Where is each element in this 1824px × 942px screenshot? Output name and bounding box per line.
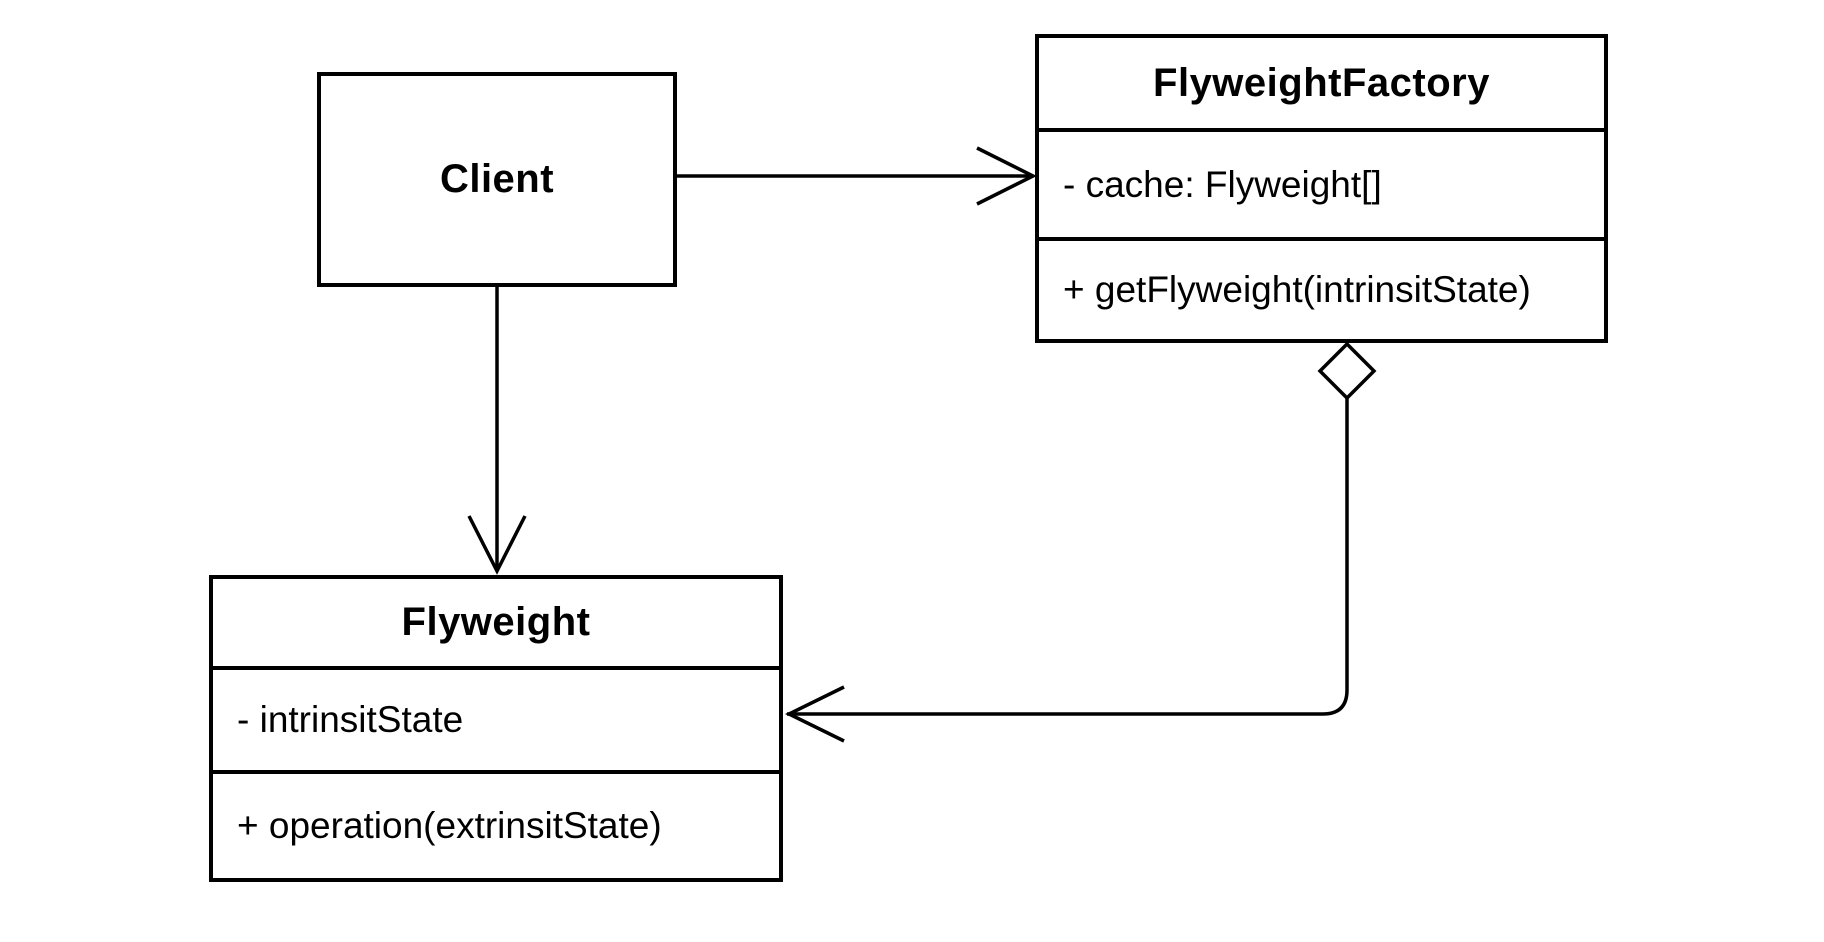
client-class-box: Client bbox=[317, 72, 677, 287]
flyweight-class-box: Flyweight - intrinsitState + operation(e… bbox=[209, 575, 783, 882]
open-arrowhead-down-icon bbox=[467, 515, 527, 575]
aggregation-line bbox=[787, 398, 1349, 716]
flyweight-method-operation: + operation(extrinsitState) bbox=[213, 770, 779, 878]
open-arrowhead-right-icon bbox=[976, 146, 1037, 206]
open-arrowhead-left-icon bbox=[785, 685, 845, 743]
client-class-title: Client bbox=[439, 157, 555, 201]
flyweight-factory-method-getflyweight: + getFlyweight(intrinsitState) bbox=[1039, 237, 1604, 339]
aggregation-factory-to-flyweight bbox=[785, 341, 1377, 743]
flyweight-class-title: Flyweight bbox=[401, 600, 591, 644]
flyweight-factory-attribute-cache: - cache: Flyweight[] bbox=[1039, 128, 1604, 237]
flyweight-factory-class-title: FlyweightFactory bbox=[1153, 60, 1490, 105]
association-client-to-flyweight bbox=[467, 287, 527, 575]
flyweight-factory-class-box: FlyweightFactory - cache: Flyweight[] + … bbox=[1035, 34, 1608, 343]
association-client-to-factory bbox=[677, 146, 1037, 206]
aggregation-diamond-icon bbox=[1317, 341, 1377, 401]
flyweight-attribute-intrinsitstate: - intrinsitState bbox=[213, 666, 779, 770]
